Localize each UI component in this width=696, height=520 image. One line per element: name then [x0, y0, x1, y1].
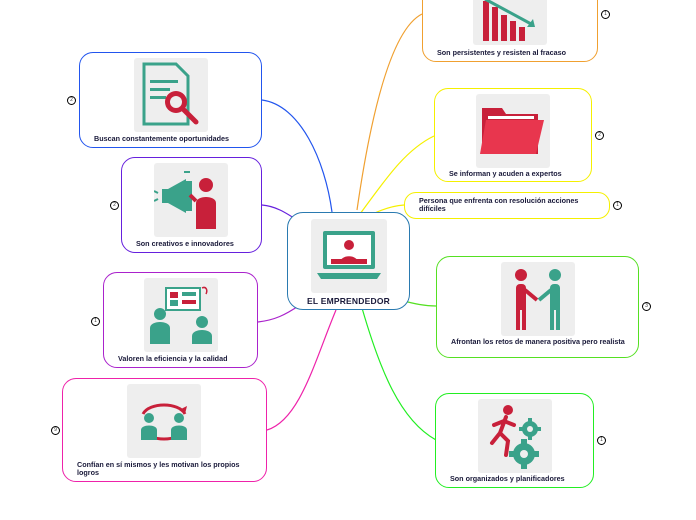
label-retos: Afrontan los retos de manera positiva pe…: [451, 337, 625, 346]
handshake-icon: [501, 262, 575, 336]
megaphone-person-icon: [154, 163, 228, 237]
badge-creativos[interactable]: 2: [110, 201, 119, 210]
node-dificiles[interactable]: Persona que enfrenta con resolución acci…: [404, 192, 610, 219]
label-organizados: Son organizados y planificadores: [450, 474, 565, 483]
center-title: EL EMPRENDEDOR: [307, 296, 390, 306]
folder-icon: [476, 94, 550, 168]
connector-oportunidades: [261, 99, 333, 213]
node-eficiencia[interactable]: Valoren la eficiencia y la calidad: [103, 272, 258, 368]
document-search-icon: [134, 58, 208, 132]
label-oportunidades: Buscan constantemente oportunidades: [94, 134, 229, 143]
label-fracaso: Son persistentes y resisten al fracaso: [437, 48, 567, 57]
badge-fracaso[interactable]: 1: [601, 10, 610, 19]
badge-expertos[interactable]: 2: [595, 131, 604, 140]
connector-logros: [266, 309, 337, 431]
connector-expertos: [359, 135, 435, 215]
badge-logros[interactable]: 9: [51, 426, 60, 435]
node-retos[interactable]: Afrontan los retos de manera positiva pe…: [436, 256, 639, 358]
label-logros: Confían en sí mismos y les motivan los p…: [77, 460, 240, 478]
label-eficiencia: Valoren la eficiencia y la calidad: [118, 354, 228, 363]
node-fracaso[interactable]: Son persistentes y resisten al fracaso: [422, 0, 598, 62]
node-oportunidades[interactable]: Buscan constantemente oportunidades: [79, 52, 262, 148]
badge-dificiles[interactable]: 1: [613, 201, 622, 210]
label-dificiles: Persona que enfrenta con resolución acci…: [419, 196, 579, 214]
badge-organizados[interactable]: 1: [597, 436, 606, 445]
node-logros[interactable]: Confían en sí mismos y les motivan los p…: [62, 378, 267, 482]
runner-with-gears-icon: [478, 399, 552, 473]
presenter-on-laptop-icon: [311, 219, 387, 293]
node-organizados[interactable]: Son organizados y planificadores: [435, 393, 594, 488]
node-expertos[interactable]: Se informan y acuden a expertos: [434, 88, 592, 182]
presentation-board-icon: [144, 278, 218, 352]
node-creativos[interactable]: Son creativos e innovadores: [121, 157, 262, 253]
connector-organizados: [361, 307, 437, 441]
label-creativos: Son creativos e innovadores: [136, 239, 234, 248]
center-node[interactable]: EL EMPRENDEDOR: [287, 212, 410, 310]
declining-bar-chart-icon: [473, 0, 547, 45]
label-expertos: Se informan y acuden a expertos: [449, 169, 562, 178]
team-cycle-icon: [127, 384, 201, 458]
badge-oportunidades[interactable]: 2: [67, 96, 76, 105]
connector-fracaso: [356, 13, 423, 211]
badge-retos[interactable]: 3: [642, 302, 651, 311]
badge-eficiencia[interactable]: 1: [91, 317, 100, 326]
